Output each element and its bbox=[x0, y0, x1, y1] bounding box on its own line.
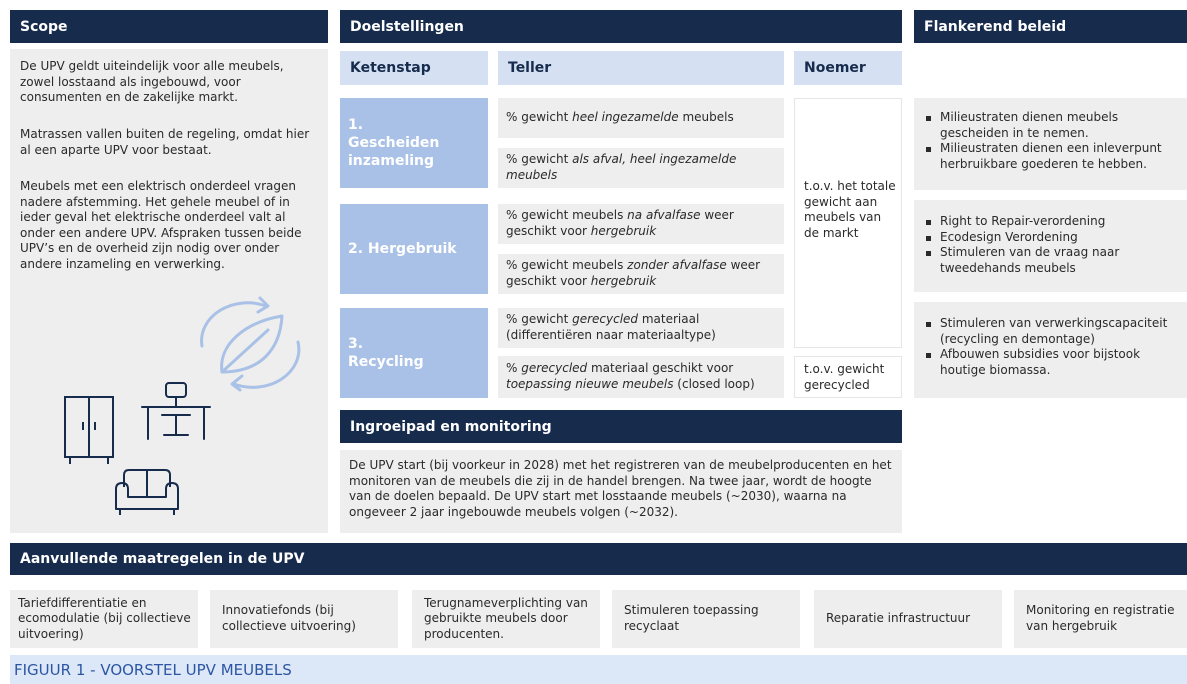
ingroeipad-header: Ingroeipad en monitoring bbox=[340, 410, 902, 443]
teller-text-italic: zonder afvalfase bbox=[627, 258, 727, 273]
teller-text: % gewicht meubels bbox=[506, 208, 628, 223]
noemer-label: Noemer bbox=[804, 60, 866, 76]
column-header-ketenstap: Ketenstap bbox=[340, 51, 488, 85]
flankerend-item: Milieustraten dienen meubels gescheiden … bbox=[924, 110, 1182, 141]
step-recycling: 3. Recycling bbox=[340, 308, 488, 398]
flankerend-header: Flankerend beleid bbox=[914, 10, 1187, 43]
teller-cell: % gewicht gerecycled materiaal (differen… bbox=[498, 308, 784, 348]
aanvullende-header: Aanvullende maatregelen in de UPV bbox=[10, 543, 1187, 575]
noemer-recycled-cell: t.o.v. gewicht gerecycled bbox=[794, 356, 902, 398]
teller-text: meubels bbox=[678, 110, 734, 125]
measure-text: Tariefdifferentiatie en ecomodulatie (bi… bbox=[18, 595, 191, 641]
aanvullende-title: Aanvullende maatregelen in de UPV bbox=[20, 551, 305, 567]
teller-text: % gewicht bbox=[506, 312, 573, 327]
teller-text-italic: heel ingezamelde bbox=[572, 110, 679, 125]
scope-header: Scope bbox=[10, 10, 328, 43]
measure-item: Stimuleren toepassing recyclaat bbox=[612, 590, 800, 648]
teller-text: % bbox=[506, 361, 522, 376]
flankerend-title: Flankerend beleid bbox=[924, 18, 1067, 35]
teller-text: materiaal geschikt voor bbox=[587, 361, 734, 376]
flankerend-item: Afbouwen subsidies voor bijstook houtige… bbox=[924, 347, 1182, 378]
scope-paragraph-2: Matrassen vallen buiten de regeling, omd… bbox=[20, 127, 310, 157]
recycle-leaf-icon bbox=[200, 296, 301, 392]
teller-cell: % gerecycled materiaal geschikt voor toe… bbox=[498, 356, 784, 398]
step-gescheiden-inzameling: 1. Gescheiden inzameling bbox=[340, 98, 488, 188]
cabinet-icon bbox=[64, 396, 114, 464]
measure-text: Reparatie infrastructuur bbox=[826, 611, 971, 626]
teller-cell: % gewicht meubels na afvalfase weer gesc… bbox=[498, 204, 784, 244]
ketenstap-label: Ketenstap bbox=[350, 60, 431, 76]
measure-text: Monitoring en registratie van hergebruik bbox=[1026, 603, 1175, 633]
teller-text-italic: na afvalfase bbox=[627, 208, 701, 223]
flankerend-item: Milieustraten dienen een inleverpunt her… bbox=[924, 141, 1182, 172]
ingroeipad-text: De UPV start (bij voorkeur in 2028) met … bbox=[349, 458, 892, 519]
noemer-main-cell: t.o.v. het totale gewicht aan meubels va… bbox=[794, 98, 902, 348]
teller-text: materiaal (differentiëren naar materiaal… bbox=[506, 312, 716, 342]
doelstellingen-title: Doelstellingen bbox=[350, 18, 464, 35]
scope-paragraph-3: Meubels met een elektrisch onderdeel vra… bbox=[20, 179, 302, 271]
flankerend-item: Ecodesign Verordening bbox=[924, 230, 1182, 246]
measure-item: Terugnameverplichting van gebruikte meub… bbox=[412, 590, 600, 648]
flankerend-item: Stimuleren van verwerkingscapaciteit (re… bbox=[924, 316, 1182, 347]
measure-item: Tariefdifferentiatie en ecomodulatie (bi… bbox=[10, 590, 198, 648]
teller-text-italic: hergebruik bbox=[590, 224, 657, 238]
teller-text: weer geschikt voor bbox=[506, 258, 761, 288]
teller-label: Teller bbox=[508, 60, 552, 76]
step-hergebruik: 2. Hergebruik bbox=[340, 204, 488, 294]
ingroeipad-title: Ingroeipad en monitoring bbox=[350, 418, 552, 435]
noemer-recycled-text: t.o.v. gewicht gerecycled bbox=[804, 362, 885, 392]
teller-text-italic: gerecycled bbox=[572, 312, 639, 327]
column-header-teller: Teller bbox=[498, 51, 784, 85]
teller-cell: % gewicht meubels zonder afvalfase weer … bbox=[498, 254, 784, 294]
teller-cell: % gewicht als afval, heel ingezamelde me… bbox=[498, 148, 784, 188]
flankerend-item: Right to Repair-verordening bbox=[924, 214, 1182, 230]
measure-item: Monitoring en registratie van hergebruik bbox=[1014, 590, 1187, 648]
column-header-noemer: Noemer bbox=[794, 51, 902, 85]
teller-text-italic: gerecycled bbox=[521, 361, 588, 376]
scope-paragraph-1: De UPV geldt uiteindelijk voor alle meub… bbox=[20, 59, 284, 105]
noemer-main-text: t.o.v. het totale gewicht aan meubels va… bbox=[804, 179, 896, 240]
flankerend-group-1: Milieustraten dienen meubels gescheiden … bbox=[914, 98, 1187, 190]
flankerend-item: Stimuleren van de vraag naar tweedehands… bbox=[924, 245, 1182, 276]
flankerend-group-3: Stimuleren van verwerkingscapaciteit (re… bbox=[914, 302, 1187, 398]
measure-text: Terugnameverplichting van gebruikte meub… bbox=[424, 595, 588, 641]
sofa-icon bbox=[115, 469, 179, 515]
teller-text: % gewicht bbox=[506, 152, 573, 167]
figure-caption-text: FIGUUR 1 - VOORSTEL UPV MEUBELS bbox=[14, 660, 292, 679]
teller-text-italic: als afval, heel ingezamelde meubels bbox=[506, 152, 737, 182]
measure-text: Stimuleren toepassing recyclaat bbox=[624, 603, 759, 633]
ingroeipad-panel: De UPV start (bij voorkeur in 2028) met … bbox=[340, 450, 902, 533]
teller-text-italic: toepassing nieuwe meubels bbox=[506, 377, 674, 391]
teller-text: weer geschikt voor bbox=[506, 208, 734, 238]
teller-text: (closed loop) bbox=[673, 377, 755, 391]
teller-text: % gewicht bbox=[506, 110, 573, 125]
scope-title: Scope bbox=[20, 18, 68, 35]
doelstellingen-header: Doelstellingen bbox=[340, 10, 902, 43]
desk-chair-icon bbox=[141, 382, 211, 440]
scope-panel: De UPV geldt uiteindelijk voor alle meub… bbox=[10, 49, 328, 533]
flankerend-group-2: Right to Repair-verordening Ecodesign Ve… bbox=[914, 200, 1187, 292]
teller-text: % gewicht meubels bbox=[506, 258, 628, 273]
measure-text: Innovatiefonds (bij collectieve uitvoeri… bbox=[222, 603, 356, 633]
teller-cell: % gewicht heel ingezamelde meubels bbox=[498, 98, 784, 138]
measure-item: Reparatie infrastructuur bbox=[814, 590, 1002, 648]
measure-item: Innovatiefonds (bij collectieve uitvoeri… bbox=[210, 590, 398, 648]
teller-text-italic: hergebruik bbox=[590, 274, 657, 288]
figure-caption: FIGUUR 1 - VOORSTEL UPV MEUBELS bbox=[10, 655, 1187, 684]
